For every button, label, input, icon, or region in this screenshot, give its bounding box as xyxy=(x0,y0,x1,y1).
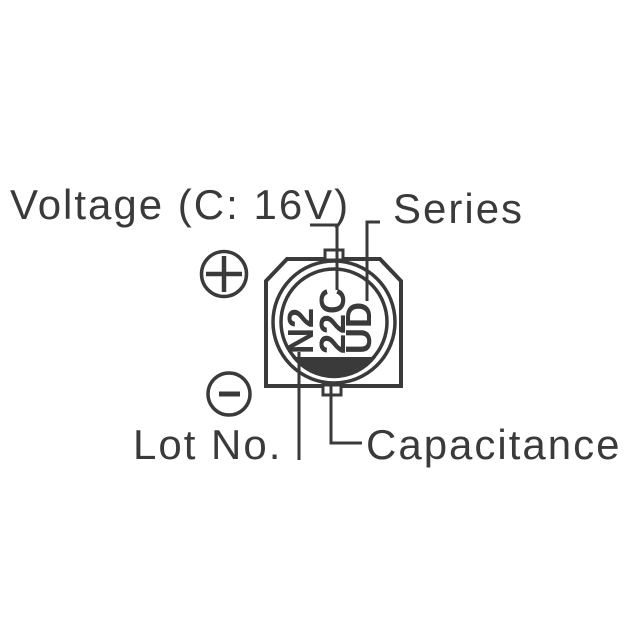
voltage-leader-line xyxy=(310,223,339,290)
series-label: Series xyxy=(393,185,524,232)
capacitance-label: Capacitance xyxy=(366,421,621,468)
capacitor-top-outer-circle xyxy=(271,259,397,385)
top-terminal-tab xyxy=(323,248,345,262)
marking-capacitance-voltage-code: 22C xyxy=(312,288,353,354)
marking-lot-code: N2 xyxy=(280,308,321,354)
voltage-label: Voltage (C: 16V) xyxy=(10,181,350,228)
series-leader-line xyxy=(365,220,380,301)
plus-icon xyxy=(199,249,249,299)
polarity-mark-segment xyxy=(291,357,377,379)
minus-icon xyxy=(206,371,252,417)
lot-no-label: Lot No. xyxy=(133,421,282,468)
marking-series-code: UD xyxy=(338,302,379,354)
capacitance-leader-line xyxy=(329,384,362,445)
